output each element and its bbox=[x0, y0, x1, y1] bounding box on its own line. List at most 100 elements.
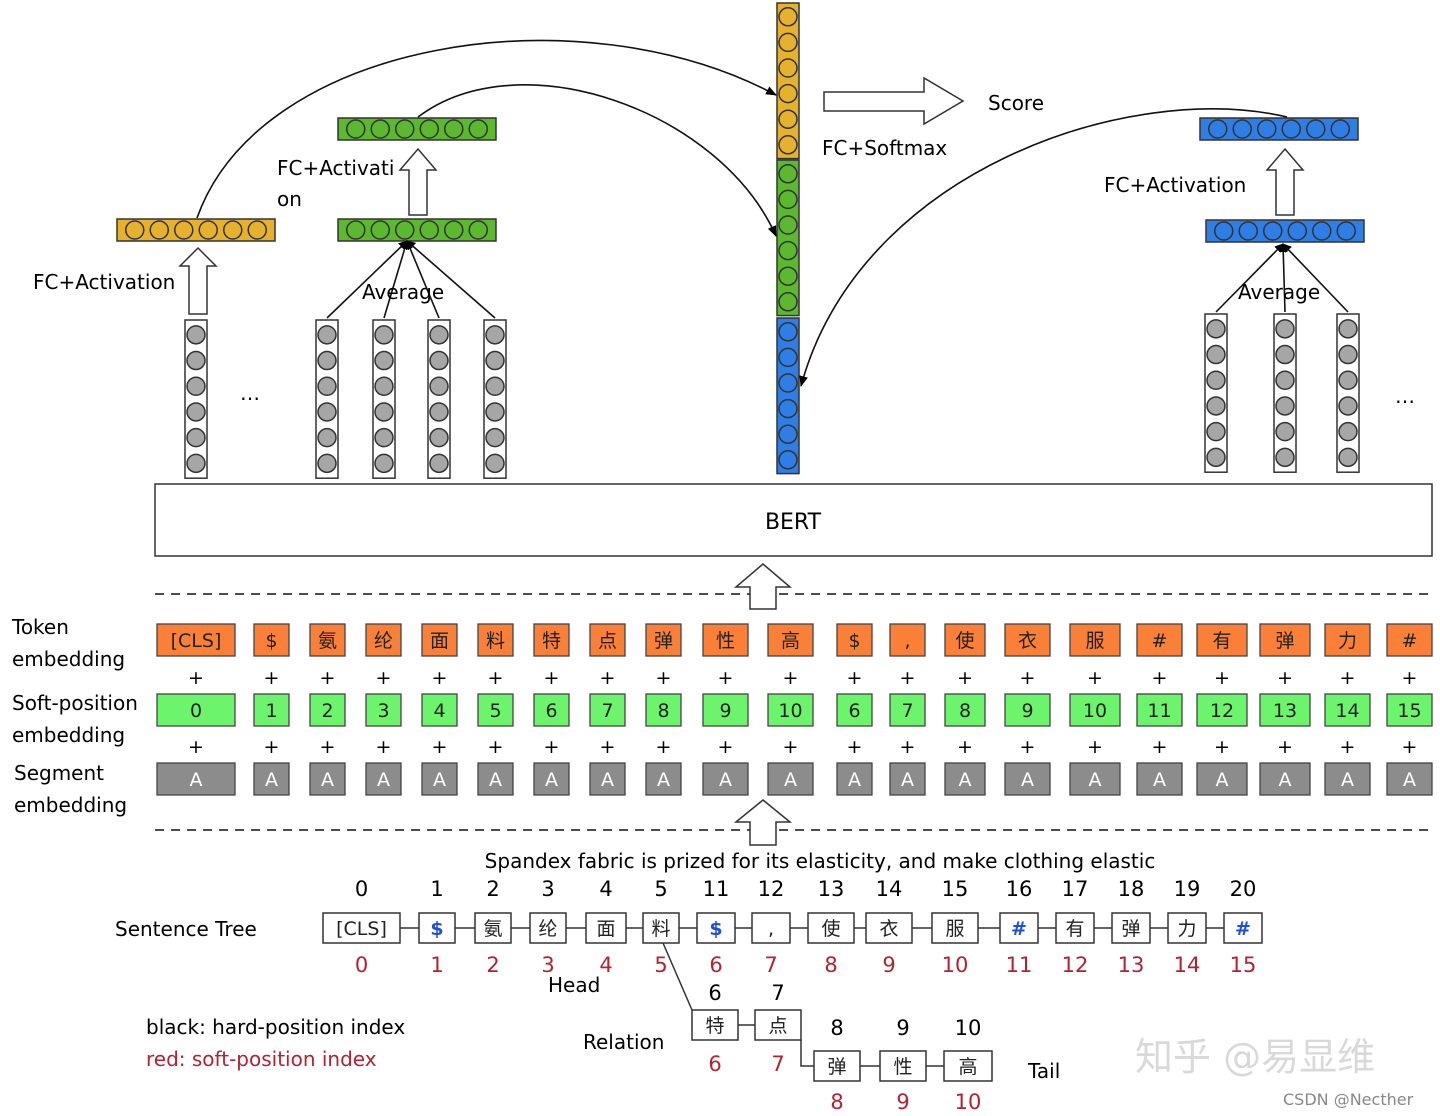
plus-sign: + bbox=[900, 736, 916, 758]
plus-sign: + bbox=[718, 736, 734, 758]
relation-hard-index: 7 bbox=[771, 981, 784, 1005]
fc-activation-right-label: FC+Activation bbox=[1104, 173, 1246, 197]
node-circle bbox=[247, 220, 267, 240]
token-embedding-cell-box bbox=[889, 623, 926, 657]
token-embedding-cell-box bbox=[309, 623, 346, 657]
token-embedding-cell-box bbox=[702, 623, 749, 657]
plus-sign: + bbox=[376, 667, 392, 689]
ellipsis-left: … bbox=[240, 381, 260, 405]
average-line-left-4 bbox=[406, 240, 496, 319]
plus-sign: + bbox=[600, 667, 616, 689]
segment-embedding-cell-text: A bbox=[601, 769, 614, 791]
tail-hard-index: 10 bbox=[955, 1016, 982, 1040]
segment-embedding-cell-text: A bbox=[1279, 769, 1292, 791]
bert-box bbox=[154, 483, 1433, 557]
hidden-column-right-1 bbox=[1204, 313, 1228, 473]
node-circle bbox=[778, 189, 798, 210]
softpos-embedding-cell-text: 7 bbox=[601, 700, 613, 722]
token-embedding-cell-text: 点 bbox=[598, 630, 617, 652]
score-label: Score bbox=[988, 91, 1044, 115]
average-left-label: Average bbox=[362, 280, 444, 304]
relation-token-box bbox=[691, 1009, 739, 1041]
tree-soft-index: 10 bbox=[942, 953, 969, 977]
segment-embedding-cell-box bbox=[836, 762, 873, 796]
segment-embedding-cell-text: A bbox=[848, 769, 861, 791]
softpos-embedding-cell-box bbox=[889, 693, 926, 727]
node-circle bbox=[1232, 119, 1252, 139]
tree-token-text: 料 bbox=[651, 918, 670, 940]
token-embedding-cell-text: 特 bbox=[542, 630, 561, 652]
tree-soft-index: 15 bbox=[1230, 953, 1257, 977]
node-circle bbox=[1338, 396, 1358, 416]
softmax-right-arrow bbox=[823, 76, 965, 126]
node-circle bbox=[186, 325, 206, 345]
tree-token-text: # bbox=[1011, 918, 1027, 940]
node-circle bbox=[429, 427, 449, 448]
segment-embedding-cell-text: A bbox=[321, 769, 334, 791]
tree-token-box bbox=[751, 912, 791, 944]
token-embedding-cell-text: 弹 bbox=[1275, 630, 1294, 652]
segment-embedding-cell-box bbox=[1004, 762, 1051, 796]
fc-up-arrow-right bbox=[1265, 147, 1305, 216]
plus-sign: + bbox=[783, 736, 799, 758]
node-circle bbox=[395, 119, 415, 139]
line-layer bbox=[196, 39, 1349, 388]
relation-token-box bbox=[754, 1009, 802, 1041]
token-embedding-cell-text: 服 bbox=[1085, 630, 1104, 652]
hidden-column-cls bbox=[184, 319, 208, 479]
plus-sign: + bbox=[957, 667, 973, 689]
node-circle bbox=[374, 453, 394, 474]
plus-sign: + bbox=[432, 736, 448, 758]
plus-sign: + bbox=[1087, 736, 1103, 758]
entity-avg-vector bbox=[337, 218, 497, 242]
plus-sign: + bbox=[1087, 667, 1103, 689]
node-circle bbox=[778, 215, 798, 235]
node-circle bbox=[444, 220, 464, 240]
softpos-embedding-cell-box bbox=[421, 693, 458, 727]
plus-sign: + bbox=[1152, 667, 1168, 689]
tree-soft-index: 5 bbox=[654, 953, 667, 977]
node-circle bbox=[374, 350, 394, 371]
segment-embedding-cell-box bbox=[1196, 762, 1248, 796]
tree-soft-index: 9 bbox=[882, 953, 895, 977]
plus-sign: + bbox=[1340, 736, 1356, 758]
node-circle bbox=[1275, 447, 1295, 468]
tree-token-box bbox=[1055, 912, 1095, 944]
plus-sign: + bbox=[1277, 736, 1293, 758]
node-circle bbox=[1306, 119, 1326, 139]
token-embedding-cell-box bbox=[477, 623, 514, 657]
plus-sign: + bbox=[1402, 736, 1418, 758]
tree-token-text: [CLS] bbox=[336, 918, 387, 940]
token-embedding-cell-text: 有 bbox=[1212, 630, 1231, 652]
right-avg-vector bbox=[1205, 219, 1365, 243]
tree-soft-index: 14 bbox=[1174, 953, 1201, 977]
token-embedding-cell-text: $ bbox=[848, 630, 860, 652]
segment-embedding-cell-box bbox=[589, 762, 626, 796]
plus-sign: + bbox=[900, 667, 916, 689]
node-circle bbox=[370, 220, 390, 240]
plus-sign: + bbox=[320, 736, 336, 758]
token-embedding-cell-text: $ bbox=[265, 630, 277, 652]
tree-token-text: , bbox=[768, 918, 774, 940]
tree-token-box bbox=[474, 912, 512, 944]
tree-token-box bbox=[865, 912, 913, 944]
tail-soft-index: 9 bbox=[896, 1090, 909, 1114]
tail-hard-index: 9 bbox=[896, 1016, 909, 1040]
concat-segment-blue bbox=[776, 317, 800, 475]
node-circle bbox=[1275, 370, 1295, 390]
fc-activation-mid-label-1: FC+Activati bbox=[277, 156, 394, 180]
softpos-embedding-cell-text: 5 bbox=[489, 700, 501, 722]
node-circle bbox=[468, 220, 488, 240]
node-circle bbox=[778, 322, 798, 342]
tree-token-box bbox=[322, 912, 401, 944]
plus-sign: + bbox=[1277, 667, 1293, 689]
fc-softmax-label: FC+Softmax bbox=[822, 136, 947, 160]
plus-sign: + bbox=[264, 736, 280, 758]
plus-sign: + bbox=[432, 667, 448, 689]
node-circle bbox=[778, 32, 798, 53]
tree-soft-index: 13 bbox=[1118, 953, 1145, 977]
plus-sign: + bbox=[1402, 667, 1418, 689]
token-embedding-cell-box bbox=[944, 623, 986, 657]
token-embedding-label-1: Token bbox=[11, 615, 69, 639]
